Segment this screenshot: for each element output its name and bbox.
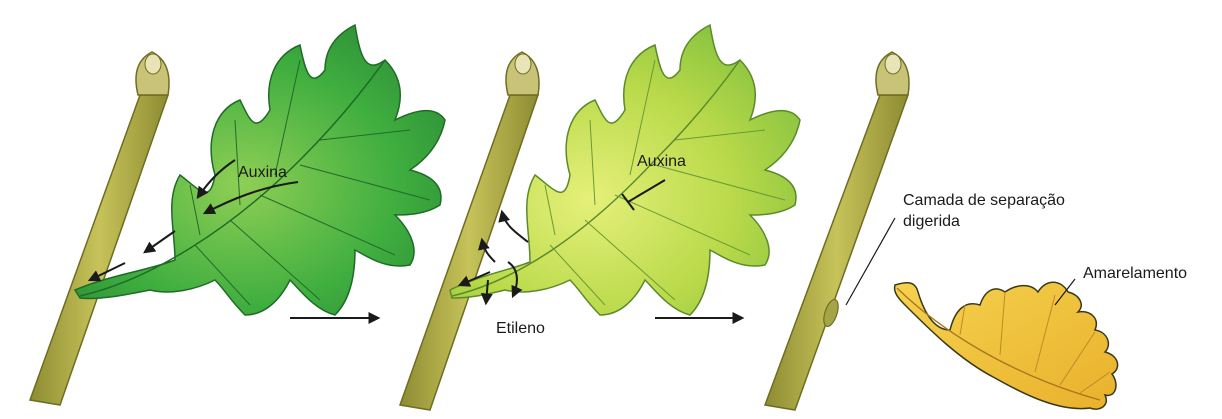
leaf-yellow xyxy=(895,282,1118,409)
panel-2: Auxina Etileno xyxy=(400,25,800,410)
stem-2 xyxy=(400,52,539,410)
separation-label-line2: digerida xyxy=(903,213,960,230)
stem-1 xyxy=(30,52,169,405)
yellowing-label: Amarelamento xyxy=(1083,265,1187,282)
separation-label-line1: Camada de separação xyxy=(903,192,1065,209)
auxin-label-1: Auxina xyxy=(238,164,287,181)
panel-3: Camada de separação digerida Amarelament… xyxy=(765,52,1187,410)
auxin-label-2: Auxina xyxy=(637,153,686,170)
panel-1: Auxina xyxy=(30,25,445,405)
ethylene-label: Etileno xyxy=(496,320,545,337)
